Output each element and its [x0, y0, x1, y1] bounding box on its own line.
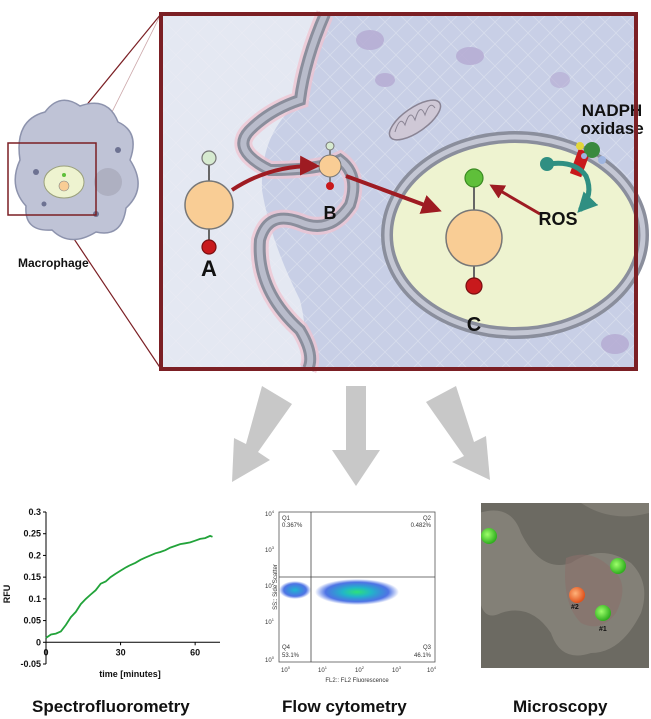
- ros-label: ROS: [538, 209, 577, 229]
- macrophage-label: Macrophage: [18, 256, 89, 270]
- flow-q3: Q3: [423, 645, 432, 651]
- caption-flow-cytometry: Flow cytometry: [282, 697, 407, 716]
- mitochondrion: [388, 99, 442, 141]
- cell-2-label: #2: [571, 604, 579, 611]
- probe-a: [184, 150, 234, 255]
- rfp-cell-2: [569, 587, 585, 603]
- flow-population-negative: [279, 581, 311, 599]
- label-b: B: [324, 203, 337, 223]
- svg-text:100: 100: [265, 655, 275, 664]
- caption-microscopy: Microscopy: [513, 697, 608, 716]
- label-c: C: [467, 314, 481, 336]
- spectro-ytick-label: 0.05: [23, 616, 41, 626]
- svg-text:102: 102: [355, 665, 365, 674]
- nadph-label: NADPH: [582, 101, 642, 120]
- arrow-to-flow: [332, 386, 380, 486]
- flow-population-positive: [315, 579, 399, 605]
- flow-q4: Q4: [282, 645, 291, 651]
- svg-text:104: 104: [265, 509, 275, 518]
- spectro-ytick-label: 0.25: [23, 529, 41, 539]
- gfp-cell-1: [595, 605, 611, 621]
- phagosome: [381, 131, 649, 339]
- flow-q1-value: 0.367%: [282, 523, 303, 529]
- mechanism-diagram: A B C ROS NADPH oxidase: [7, 10, 649, 374]
- spectro-ytick-label: 0.15: [23, 572, 41, 582]
- spectro-ytick-label: 0.2: [28, 550, 41, 560]
- spectro-ytick-label: -0.05: [20, 659, 41, 669]
- spectro-series-line: [45, 534, 213, 639]
- arrow-a-to-b: [230, 155, 320, 192]
- microscopy-image: #1 #2: [481, 503, 649, 668]
- flow-ylabel: SS:: Side Scatter: [273, 564, 279, 610]
- macrophage-cell: [14, 99, 139, 241]
- spectro-ytick-label: 0: [36, 637, 41, 647]
- flow-q2: Q2: [423, 516, 432, 522]
- probe-b: [318, 141, 342, 190]
- svg-text:101: 101: [318, 665, 328, 674]
- spectro-xtick-label: 60: [190, 647, 200, 657]
- flow-q1: Q1: [282, 516, 291, 522]
- spectro-xlabel: time [minutes]: [99, 669, 161, 679]
- arrow-to-spectro: [232, 386, 292, 482]
- arrow-ros: [489, 184, 541, 216]
- arrow-to-microscopy: [426, 386, 490, 480]
- zoom-frame: [159, 12, 638, 371]
- zoom-box: [7, 142, 97, 216]
- cell-1-label: #1: [599, 626, 607, 633]
- svg-text:102: 102: [265, 581, 275, 590]
- spectro-ytick-label: 0.3: [28, 507, 41, 517]
- svg-text:100: 100: [281, 665, 291, 674]
- flow-q3-value: 46.1%: [414, 653, 432, 659]
- nadph-oxidase: [540, 142, 606, 213]
- gfp-cell-top-left: [481, 528, 497, 544]
- spectro-ylabel: RFU: [2, 585, 12, 604]
- gfp-cell-right: [610, 558, 626, 574]
- arrow-b-to-c: [345, 174, 442, 214]
- label-a: A: [201, 256, 217, 281]
- spectro-xtick-label: 0: [43, 647, 48, 657]
- spectro-xtick-label: 30: [116, 647, 126, 657]
- svg-text:101: 101: [265, 617, 275, 626]
- svg-text:103: 103: [265, 545, 275, 554]
- oxidase-label: oxidase: [580, 119, 643, 138]
- method-arrows: [232, 386, 490, 486]
- flow-xlabel: FL2:: FL2 Fluorescence: [325, 678, 389, 684]
- spectro-ytick-label: 0.1: [28, 594, 41, 604]
- flow-q4-value: 53.1%: [282, 653, 300, 659]
- flow-q2-value: 0.482%: [411, 523, 432, 529]
- probe-c: [445, 168, 503, 295]
- svg-text:104: 104: [427, 665, 437, 674]
- flow-axis-ticks: 104 103 102 101 100 100 101 102 103 104: [265, 509, 437, 674]
- caption-spectrofluorometry: Spectrofluorometry: [32, 697, 190, 716]
- flow-plot: Q1 0.367% Q2 0.482% Q3 46.1% Q4 53.1% 10…: [265, 509, 437, 684]
- svg-text:103: 103: [392, 665, 402, 674]
